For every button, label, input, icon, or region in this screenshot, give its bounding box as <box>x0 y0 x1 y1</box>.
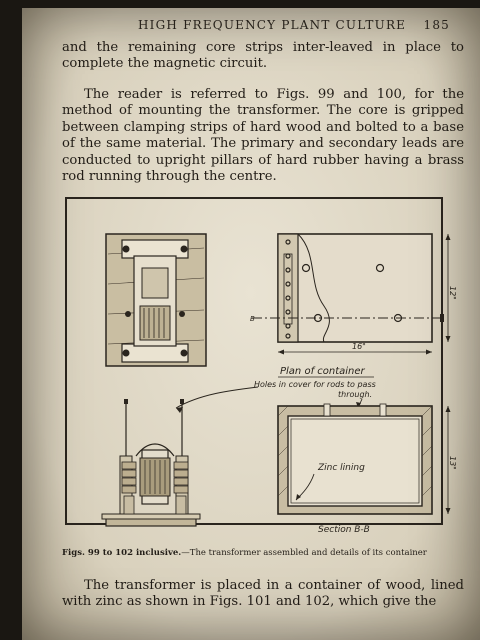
plan-of-container-label: Plan of container <box>280 366 366 377</box>
transformer-side-view <box>101 399 201 527</box>
running-title: HIGH FREQUENCY PLANT CULTURE <box>138 18 407 32</box>
section-label: Section B-B <box>318 525 370 535</box>
paragraph-1: and the remaining core strips inter-leav… <box>62 40 464 72</box>
dim-height-plan-label: 12" <box>448 286 457 300</box>
zinc-lining-label: Zinc lining <box>317 463 365 473</box>
figure-caption: Figs. 99 to 102 inclusive.—The transform… <box>62 548 480 558</box>
holes-note-line2: through. <box>338 390 372 399</box>
figure-frame <box>65 197 443 525</box>
dim-width-label: 16" <box>352 342 366 351</box>
transformer-top-view <box>105 233 207 367</box>
page-number: 185 <box>423 18 450 32</box>
paragraph-2: The reader is referred to Figs. 99 and 1… <box>62 87 464 185</box>
caption-text: —The transformer assembled and details o… <box>181 548 427 558</box>
figure-99-102: B 16" 12" Plan of container Holes in cov… <box>65 197 457 535</box>
section-mark-left: B <box>250 315 255 323</box>
book-page: HIGH FREQUENCY PLANT CULTURE 185 and the… <box>22 8 480 640</box>
dim-height-section-label: 13" <box>448 456 457 470</box>
container-section: Zinc lining 13" Section B-B <box>277 403 457 535</box>
holes-note-line1: Holes in cover for rods to pass <box>254 380 376 389</box>
caption-lead: Figs. 99 to 102 inclusive. <box>62 548 182 558</box>
running-header: HIGH FREQUENCY PLANT CULTURE 185 <box>22 18 480 38</box>
container-plan: B 16" 12" <box>250 233 457 355</box>
paragraph-3: The transformer is placed in a container… <box>62 578 464 610</box>
